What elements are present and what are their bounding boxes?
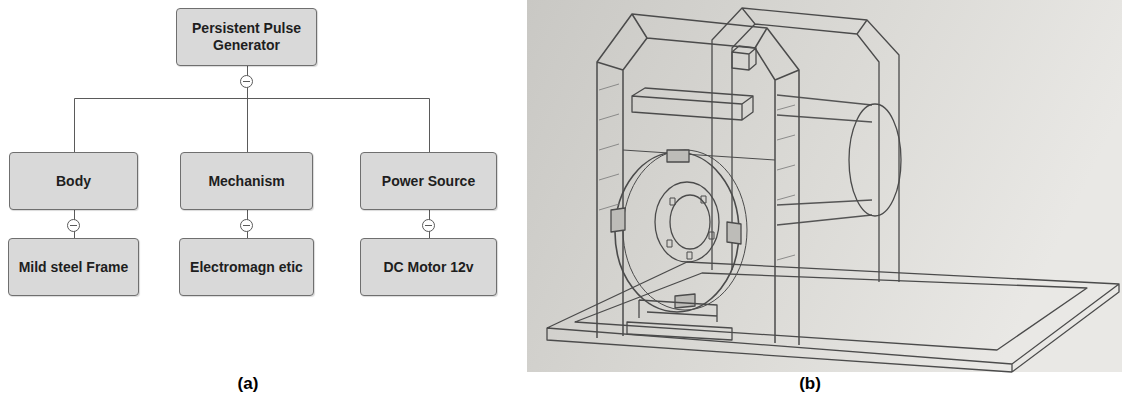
rotor-hub xyxy=(655,182,719,262)
pencil-drawing xyxy=(547,8,1119,372)
front-frame xyxy=(597,14,799,345)
top-magnet xyxy=(632,88,753,120)
tree-box: DC Motor 12v xyxy=(360,238,497,296)
sensor-cube xyxy=(732,46,756,70)
minus-sign xyxy=(425,225,432,226)
tree-box: Electromagn etic xyxy=(179,238,314,296)
text-stack: Electromagn etic xyxy=(184,259,309,276)
text-stack: Mild steel Frame xyxy=(13,259,135,276)
minus-sign xyxy=(70,225,77,226)
box-label: DC Motor 12v xyxy=(377,259,479,276)
text-stack: Persistent Pulse Generator xyxy=(177,20,316,54)
tree-connector xyxy=(248,66,430,152)
base-frame xyxy=(547,262,1119,372)
text-stack: Power Source xyxy=(376,173,481,190)
panel-label: (b) xyxy=(799,374,821,394)
box-label: Mechanism xyxy=(202,173,290,190)
tree-box: Power Source xyxy=(360,152,497,210)
panel-label: (a) xyxy=(238,374,259,394)
text-stack: Mechanism xyxy=(202,173,290,190)
text-stack: Body xyxy=(50,173,97,190)
collapse-circle xyxy=(241,76,253,88)
box-label: Electromagn etic xyxy=(184,259,309,276)
paper-background xyxy=(527,0,1122,372)
collapse-circle xyxy=(68,220,80,232)
cross-bar xyxy=(623,150,775,160)
rotor-disc xyxy=(615,152,739,312)
box-label: Body xyxy=(50,173,97,190)
box-label: Persistent Pulse Generator xyxy=(177,20,316,54)
minus-sign xyxy=(243,81,250,82)
box-label: Mild steel Frame xyxy=(13,259,135,276)
collapse-circle xyxy=(241,220,253,232)
rotor-magnets xyxy=(611,150,741,308)
hub-bolts xyxy=(667,196,714,259)
connector-line xyxy=(248,66,430,152)
bottom-magnet xyxy=(627,300,732,340)
connector-line xyxy=(75,66,248,152)
pencil-shading xyxy=(599,84,795,260)
box-label: Power Source xyxy=(376,173,481,190)
tree-box: Persistent Pulse Generator xyxy=(176,8,317,66)
tree-connector xyxy=(75,66,248,152)
minus-sign xyxy=(243,225,250,226)
text-stack: DC Motor 12v xyxy=(377,259,479,276)
tree-box: Body xyxy=(9,152,138,210)
collapse-circle xyxy=(423,220,435,232)
motor-end xyxy=(849,104,901,216)
tree-box: Mechanism xyxy=(180,152,313,210)
motor-body xyxy=(777,95,872,225)
tree-box: Mild steel Frame xyxy=(8,238,140,296)
